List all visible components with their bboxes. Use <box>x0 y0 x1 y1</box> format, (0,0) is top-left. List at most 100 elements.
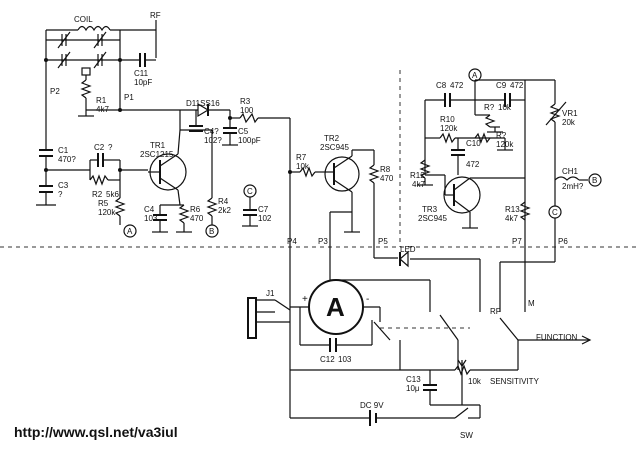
c8-value: 472 <box>450 81 464 90</box>
c1-label: C1 <box>58 146 69 155</box>
coil-label: COIL <box>74 15 93 24</box>
conn-b-left: B <box>209 227 214 236</box>
conn-b-right: B <box>592 176 597 185</box>
c5-value: 100pF <box>238 136 261 145</box>
m-switch-label: M <box>528 299 535 308</box>
r6-label: R6 <box>190 205 201 214</box>
c3-label: C3 <box>58 181 69 190</box>
c4q-label: C4? <box>204 127 219 136</box>
c5-label: C5 <box>238 127 249 136</box>
transistor-tr3 <box>443 175 481 214</box>
c2-label: C2 <box>94 143 105 152</box>
trimmer-capacitor-1 <box>57 31 71 49</box>
c11-label: C11 <box>134 69 149 78</box>
rq1-label: R? <box>484 103 495 112</box>
r12-value: 4k7 <box>412 180 425 189</box>
c4-label: C4 <box>144 205 155 214</box>
tr1-label: TR1 <box>150 141 166 150</box>
r2-value: 5k6 <box>106 190 119 199</box>
j1-label: J1 <box>266 289 275 298</box>
c7-value: 102 <box>258 214 272 223</box>
rf-switch-label: RF <box>490 307 501 316</box>
vr1-label: VR1 <box>562 109 578 118</box>
r5-label: R5 <box>98 199 109 208</box>
conn-a-left: A <box>127 227 133 236</box>
diode-d1 <box>180 102 230 118</box>
trimmer-capacitor-4 <box>93 51 107 69</box>
c9-label: C9 <box>496 81 507 90</box>
c13-value: 10μ <box>406 384 420 393</box>
panel-wiring <box>247 250 592 426</box>
component-labels: COIL RF C11 10pF P2 P1 R1 4k7 D11SS16 R3… <box>14 11 597 440</box>
r3-label: R3 <box>240 97 251 106</box>
c13-label: C13 <box>406 375 421 384</box>
dc-label: DC 9V <box>360 401 384 410</box>
oscillator-section <box>417 68 602 258</box>
r10-label: R10 <box>440 115 455 124</box>
sensitivity-label: SENSITIVITY <box>490 377 540 386</box>
p6-label: P6 <box>558 237 568 246</box>
url-text: http://www.qsl.net/va3iul <box>14 424 178 440</box>
transistor-tr1 <box>148 129 187 206</box>
c9-value: 472 <box>510 81 524 90</box>
conn-c-left: C <box>247 187 253 196</box>
p3-label: P3 <box>318 237 328 246</box>
rq1-value: 10k <box>498 103 512 112</box>
pot-value: 10k <box>468 377 482 386</box>
trimmer-capacitor-3 <box>57 51 71 69</box>
r7-label: R7 <box>296 153 307 162</box>
ch1-label: CH1 <box>562 167 579 176</box>
c12-value: 103 <box>338 355 352 364</box>
r5-value: 120k <box>98 208 116 217</box>
r1-label: R1 <box>96 96 107 105</box>
rf-top-label: RF <box>150 11 161 20</box>
r1-value: 4k7 <box>96 105 109 114</box>
r4-value: 2k2 <box>218 206 231 215</box>
conn-a-right: A <box>472 71 478 80</box>
ch1-value: 2mH? <box>562 182 584 191</box>
choke-ch1 <box>554 176 580 181</box>
sw-label: SW <box>460 431 473 440</box>
p1-label: P1 <box>124 93 134 102</box>
function-label: FUNCTION <box>536 333 578 342</box>
jack-j1 <box>247 297 257 339</box>
coil-inductor <box>77 25 111 32</box>
tr2-label: TR2 <box>324 134 340 143</box>
c7-label: C7 <box>258 205 269 214</box>
vr1-value: 20k <box>562 118 576 127</box>
r8-value: 470 <box>380 174 394 183</box>
r8-label: R8 <box>380 165 391 174</box>
r3-value: 100 <box>240 106 254 115</box>
r13-label: R13 <box>505 205 520 214</box>
p7-label: P7 <box>512 237 522 246</box>
r13-value: 4k7 <box>505 214 518 223</box>
c12-label: C12 <box>320 355 335 364</box>
c2-value: ? <box>108 143 113 152</box>
tr2-value: 2SC945 <box>320 143 349 152</box>
p4-label: P4 <box>287 237 297 246</box>
r4-label: R4 <box>218 197 229 206</box>
transistor-tr2 <box>324 155 360 193</box>
c4-value: 103 <box>144 214 158 223</box>
c11-value: 10pF <box>134 78 152 87</box>
c10-label: C10 <box>466 139 481 148</box>
tr3-value: 2SC945 <box>418 214 447 223</box>
conn-c-right: C <box>552 208 558 217</box>
meter-symbol: A <box>326 292 345 322</box>
tuning-section <box>36 20 180 238</box>
c1-value: 470? <box>58 155 76 164</box>
rq2-label: R? <box>496 131 507 140</box>
c3-value: ? <box>58 190 63 199</box>
function-arrow-icon <box>581 335 592 345</box>
c4q-value: 102? <box>204 136 222 145</box>
c10-value: 472 <box>466 160 480 169</box>
r7-value: 10k <box>296 162 310 171</box>
p2-label: P2 <box>50 87 60 96</box>
tr1-value: 2SC1215 <box>140 150 174 159</box>
c8-label: C8 <box>436 81 447 90</box>
r12-label: R12 <box>410 171 425 180</box>
trimmer-capacitor-2 <box>93 31 107 49</box>
p5-label: P5 <box>378 237 388 246</box>
d1-label: D11SS16 <box>186 99 220 108</box>
